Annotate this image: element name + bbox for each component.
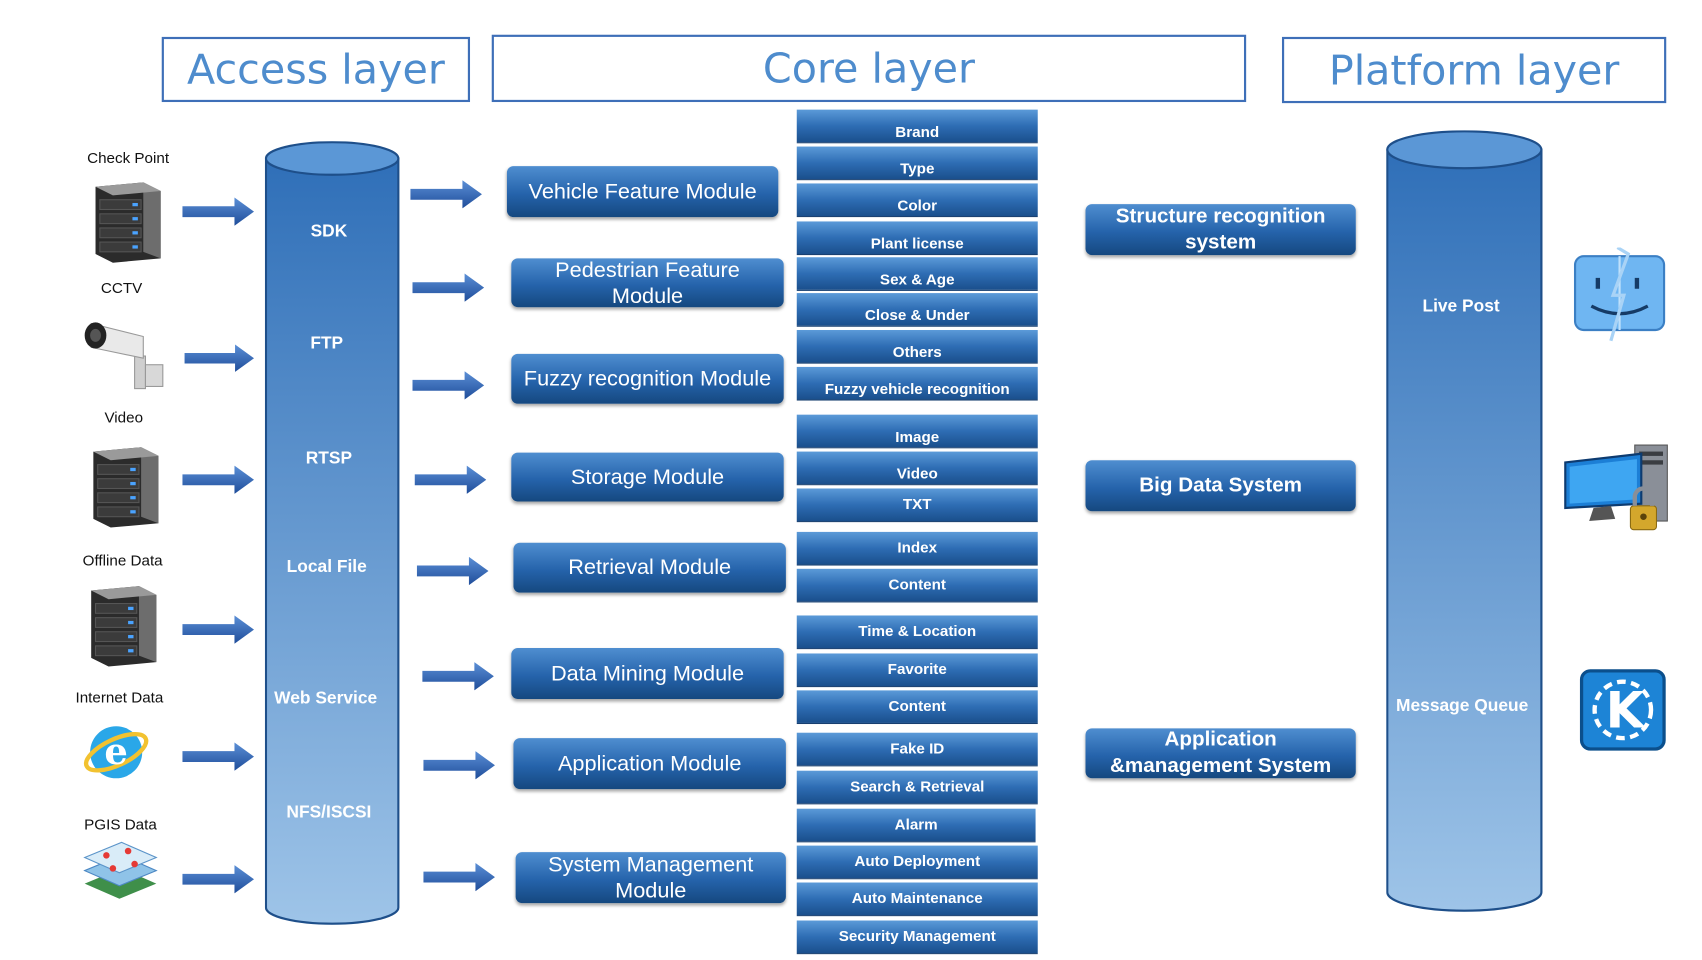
module-arrow: [410, 180, 482, 209]
module-arrow: [423, 751, 495, 780]
feature-bar: Auto Maintenance: [796, 882, 1038, 917]
source-arrow: [182, 465, 255, 494]
svg-text:e: e: [104, 729, 127, 773]
module-arrow: [422, 662, 494, 691]
feature-bar: Close & Under: [796, 293, 1038, 327]
source-arrow: [182, 197, 255, 226]
data-mining-module: Data Mining Module: [511, 648, 784, 700]
feature-bar: Fuzzy vehicle recognition: [796, 366, 1038, 401]
module-arrow: [416, 556, 489, 586]
server-icon: [91, 586, 157, 667]
retrieval-module: Retrieval Module: [513, 542, 786, 593]
system-label-line2: system: [1185, 230, 1257, 254]
kde-icon: K: [1579, 669, 1666, 751]
system-label: Application: [1164, 728, 1277, 752]
feature-bar: Time & Location: [796, 615, 1038, 650]
feature-bar: Image: [796, 414, 1038, 449]
feature-bar: Content: [796, 568, 1038, 603]
server-icon: [93, 447, 159, 528]
feature-bar: Content: [796, 690, 1038, 725]
protocol-local-file: Local File: [286, 557, 367, 577]
feature-bar: Fake ID: [796, 732, 1038, 767]
protocol-web-service: Web Service: [274, 689, 378, 708]
protocol-sdk: SDK: [310, 222, 348, 241]
feature-bar: Others: [796, 329, 1038, 364]
protocol-rtsp: RTSP: [305, 449, 353, 468]
storage-module: Storage Module: [511, 452, 784, 502]
server-icon: [95, 182, 161, 263]
source-arrow: [184, 344, 255, 372]
platform-store-cylinder: [1386, 130, 1543, 912]
platform-message-queue: Message Queue: [1396, 696, 1529, 716]
source-label-video: Video: [104, 408, 144, 426]
vehicle-feature-module: Vehicle Feature Module: [506, 166, 779, 218]
feature-bar: TXT: [796, 488, 1038, 523]
platform-layer-header: Platform layer: [1281, 36, 1667, 104]
core-layer-title: Core layer: [762, 44, 975, 93]
module-arrow: [412, 371, 485, 400]
module-label: Pedestrian Feature: [555, 257, 740, 282]
core-layer-header: Core layer: [491, 34, 1247, 103]
module-arrow: [423, 862, 495, 892]
system-label: Structure recognition: [1115, 204, 1326, 228]
feature-bar: Color: [796, 183, 1038, 218]
internet-explorer-icon: e: [83, 726, 149, 779]
feature-bar: Search & Retrieval: [796, 770, 1038, 805]
module-label-line2: Module: [611, 283, 684, 308]
application-module: Application Module: [513, 738, 786, 790]
finder-icon: [1573, 247, 1666, 342]
secure-computer-icon: [1564, 444, 1668, 531]
application-management-system: Application&management System: [1085, 728, 1356, 779]
access-layer-header: Access layer: [161, 36, 471, 103]
big-data-system: Big Data System: [1085, 460, 1356, 512]
module-label: Retrieval Module: [568, 555, 732, 580]
feature-bar: Alarm: [796, 808, 1036, 843]
module-label: Vehicle Feature Module: [528, 179, 757, 204]
platform-live-post: Live Post: [1422, 297, 1500, 316]
module-label: System Management: [548, 852, 754, 877]
module-arrow: [412, 273, 485, 302]
module-label-line2: Module: [615, 878, 687, 903]
system-label-line2: &management System: [1110, 754, 1332, 778]
access-layer-title: Access layer: [186, 45, 445, 94]
protocol-nfs-iscsi: NFS/ISCSI: [286, 803, 372, 822]
source-arrow: [182, 865, 255, 894]
feature-bar: Favorite: [796, 653, 1038, 688]
source-label-check-point: Check Point: [87, 148, 170, 167]
source-label-offline-data: Offline Data: [82, 551, 163, 569]
source-arrow: [182, 615, 255, 644]
module-label: Data Mining Module: [550, 661, 745, 686]
protocol-ftp: FTP: [310, 334, 344, 353]
module-label: Application Module: [557, 751, 742, 776]
source-label-pgis-data: PGIS Data: [84, 815, 157, 833]
fuzzy-recognition-module: Fuzzy recognition Module: [511, 353, 784, 404]
module-label: Storage Module: [570, 465, 725, 490]
feature-bar: Type: [796, 146, 1038, 181]
map-layers-icon: [83, 841, 158, 899]
source-label-internet-data: Internet Data: [75, 688, 164, 706]
source-label-cctv: CCTV: [100, 278, 143, 297]
source-arrow: [182, 742, 255, 771]
module-arrow: [414, 465, 487, 494]
feature-bar: Sex & Age: [796, 257, 1038, 291]
feature-bar: Video: [796, 451, 1038, 486]
feature-bar: Brand: [796, 109, 1038, 144]
cctv-camera-icon: [84, 322, 164, 390]
module-label: Fuzzy recognition Module: [523, 366, 772, 391]
feature-bar: Security Management: [796, 920, 1038, 955]
feature-bar: Auto Deployment: [796, 845, 1038, 880]
system-label: Big Data System: [1139, 473, 1303, 497]
svg-text:K: K: [1606, 681, 1647, 739]
access-protocol-cylinder: [264, 141, 400, 925]
feature-bar: Index: [796, 531, 1038, 566]
platform-layer-title: Platform layer: [1328, 46, 1620, 94]
feature-bar: Plant license: [796, 221, 1038, 256]
